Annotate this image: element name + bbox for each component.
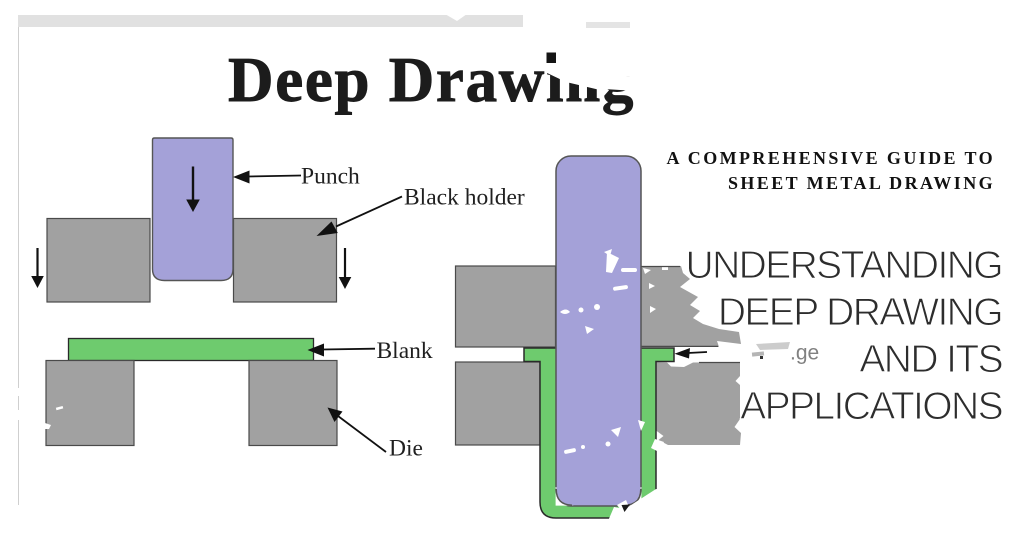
svg-text:Blank: Blank bbox=[377, 338, 433, 364]
svg-text:Black holder: Black holder bbox=[404, 185, 525, 211]
svg-text:Punch: Punch bbox=[301, 164, 360, 190]
svg-text:.ge: .ge bbox=[790, 342, 819, 365]
svg-text:Die: Die bbox=[389, 436, 423, 462]
